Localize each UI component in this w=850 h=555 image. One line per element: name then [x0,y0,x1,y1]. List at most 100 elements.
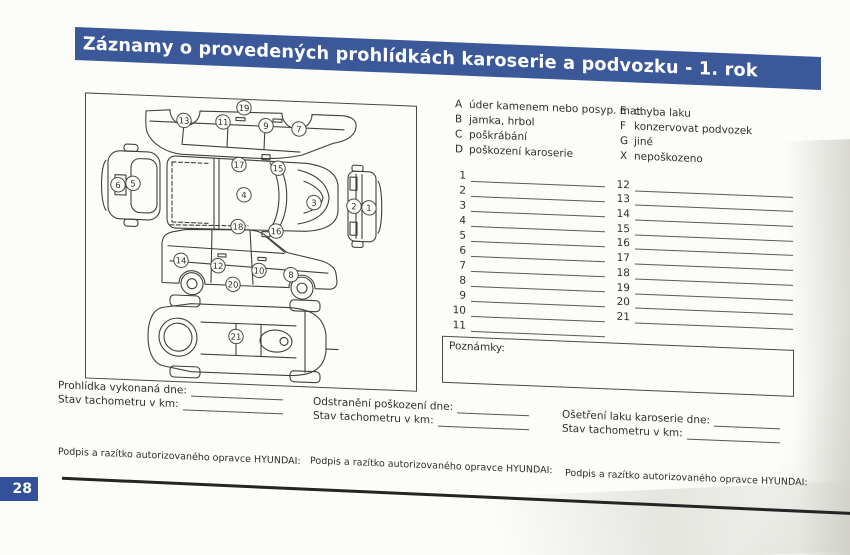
notes-label: Poznámky: [449,340,505,355]
entry-number: 18 [616,266,630,280]
svg-text:14: 14 [176,256,187,266]
entry-number: 9 [459,289,466,302]
diagram-marker-10: 10 [251,262,267,279]
svg-text:2: 2 [351,202,356,212]
page-number: 28 [12,481,32,497]
diagram-marker-13: 13 [176,112,192,129]
entry-number: 14 [616,207,630,221]
diagram-marker-6: 6 [110,177,126,193]
signature-label-2: Podpis a razítko autorizovaného opravce … [310,455,553,477]
field-blank-line [686,428,780,444]
entry-number: 4 [459,214,466,227]
legend-code: C [455,128,463,141]
diagram-marker-19: 19 [236,100,252,116]
diagram-marker-17: 17 [231,156,247,173]
diagram-marker-5: 5 [125,175,141,192]
entry-number: 6 [459,244,466,257]
svg-text:12: 12 [213,262,224,272]
diagram-marker-3: 3 [306,194,322,211]
diagram-marker-20: 20 [225,276,241,293]
entry-number: 1 [459,169,466,182]
field-blank-line [437,415,529,431]
field-label: Stav tachometru v km: [58,393,179,411]
diagram-marker-11: 11 [215,114,231,130]
svg-text:21: 21 [231,332,242,342]
legend-label: nepoškozeno [634,150,703,166]
entry-number: 12 [616,178,630,191]
svg-text:20: 20 [228,280,239,290]
entry-number: 19 [616,281,630,294]
entry-number: 10 [452,304,466,317]
car-side-view-mirrored-icon [145,109,357,160]
svg-text:17: 17 [234,161,245,171]
svg-text:13: 13 [179,116,190,126]
svg-text:1: 1 [366,204,371,214]
signature-label-3: Podpis a razítko autorizovaného opravce … [565,467,808,489]
entry-number: 2 [459,184,466,197]
diagram-marker-1: 1 [361,200,377,216]
diagram-marker-9: 9 [258,117,274,134]
diagram-marker-16: 16 [268,223,284,239]
entry-number: 13 [616,193,630,206]
title-banner: Záznamy o provedených prohlídkách karose… [75,27,821,90]
diagram-marker-12: 12 [210,258,226,274]
entry-number: 7 [459,259,466,272]
svg-text:8: 8 [288,271,293,281]
diagram-marker-15: 15 [270,160,286,176]
legend-code: E [620,104,627,118]
legend-code: X [620,149,628,163]
svg-text:7: 7 [296,125,301,135]
legend-code: G [620,134,629,148]
inspection-field-group-3: Ošetření laku karoserie dne: Stav tachom… [562,406,780,444]
svg-text:16: 16 [271,227,282,237]
field-label: Stav tachometru v km: [562,422,683,440]
entry-number: 3 [459,199,466,212]
svg-text:6: 6 [115,181,120,191]
entry-number: 8 [459,274,466,287]
legend-code: A [455,98,463,111]
entry-number: 20 [616,295,630,309]
entry-number: 11 [452,319,466,332]
svg-text:19: 19 [239,104,250,114]
svg-text:9: 9 [263,122,268,132]
entry-number: 16 [616,237,630,250]
svg-text:18: 18 [233,223,244,233]
legend-label: poškození karoserie [469,143,574,161]
diagram-marker-8: 8 [283,266,299,283]
diagram-marker-14: 14 [173,252,189,268]
svg-text:5: 5 [130,179,135,189]
entry-number: 21 [616,310,630,324]
legend-code: D [455,143,464,156]
diagram-marker-21: 21 [228,328,244,345]
svg-text:15: 15 [273,164,284,174]
notes-box: Poznámky: [442,335,794,397]
car-underbody-view-icon [147,294,339,384]
diagram-marker-7: 7 [291,121,307,137]
page-number-badge: 28 [0,477,38,501]
legend-code: B [455,113,463,126]
diagram-marker-4: 4 [236,187,252,203]
entry-lines-left: 1 2 3 4 5 6 7 8 9 10 11 [448,166,605,338]
diagram-marker-18: 18 [230,218,246,235]
diagram-marker-2: 2 [346,198,362,214]
svg-text:4: 4 [241,191,246,201]
entry-number: 17 [616,251,630,265]
entry-number: 15 [616,222,630,236]
svg-text:3: 3 [311,199,316,209]
entry-blank-line [471,319,605,338]
page-title: Záznamy o provedených prohlídkách karose… [82,33,758,82]
field-label: Stav tachometru v km: [313,409,434,427]
entry-number: 5 [459,229,466,242]
legend-label: jiné [634,135,653,149]
svg-text:10: 10 [254,266,265,276]
legend-code: F [620,119,627,133]
inspection-field-group-2: Odstranění poškození dne: Stav tachometr… [313,393,529,431]
car-plan-view-icon [166,153,339,238]
